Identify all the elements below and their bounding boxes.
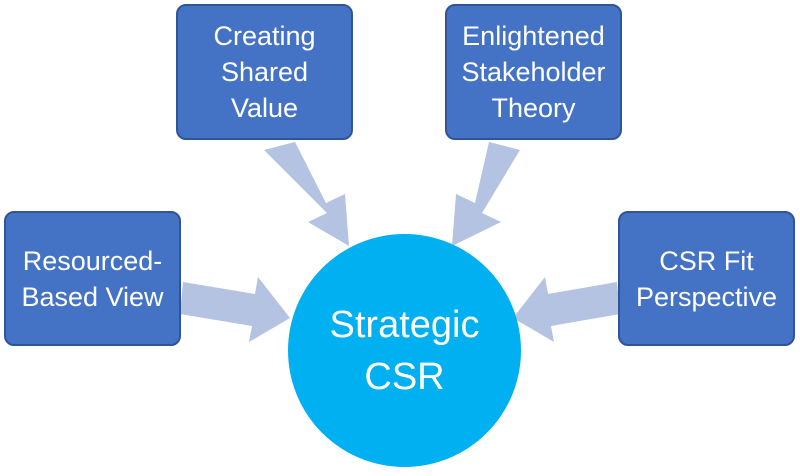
node-creating-shared-value: Creating Shared Value [176,4,353,140]
node-label: Enlightened Stakeholder Theory [461,21,606,123]
node-label: CSR Fit Perspective [635,245,778,312]
arrow-resource-view-to-center [180,277,290,342]
node-enlightened-stakeholder-theory: Enlightened Stakeholder Theory [445,4,622,140]
arrow-csr-fit-to-center [513,277,620,342]
node-label: Resourced- Based View [21,245,164,312]
node-csr-fit-perspective: CSR Fit Perspective [618,211,795,346]
node-label: Creating Shared Value [213,21,316,123]
arrow-shared-value-to-center [264,142,349,246]
node-resourced-based-view: Resourced- Based View [4,211,181,346]
arrow-stakeholder-to-center [452,142,520,246]
center-label: Strategic CSR [329,303,480,398]
center-node-strategic-csr: Strategic CSR [288,234,521,467]
